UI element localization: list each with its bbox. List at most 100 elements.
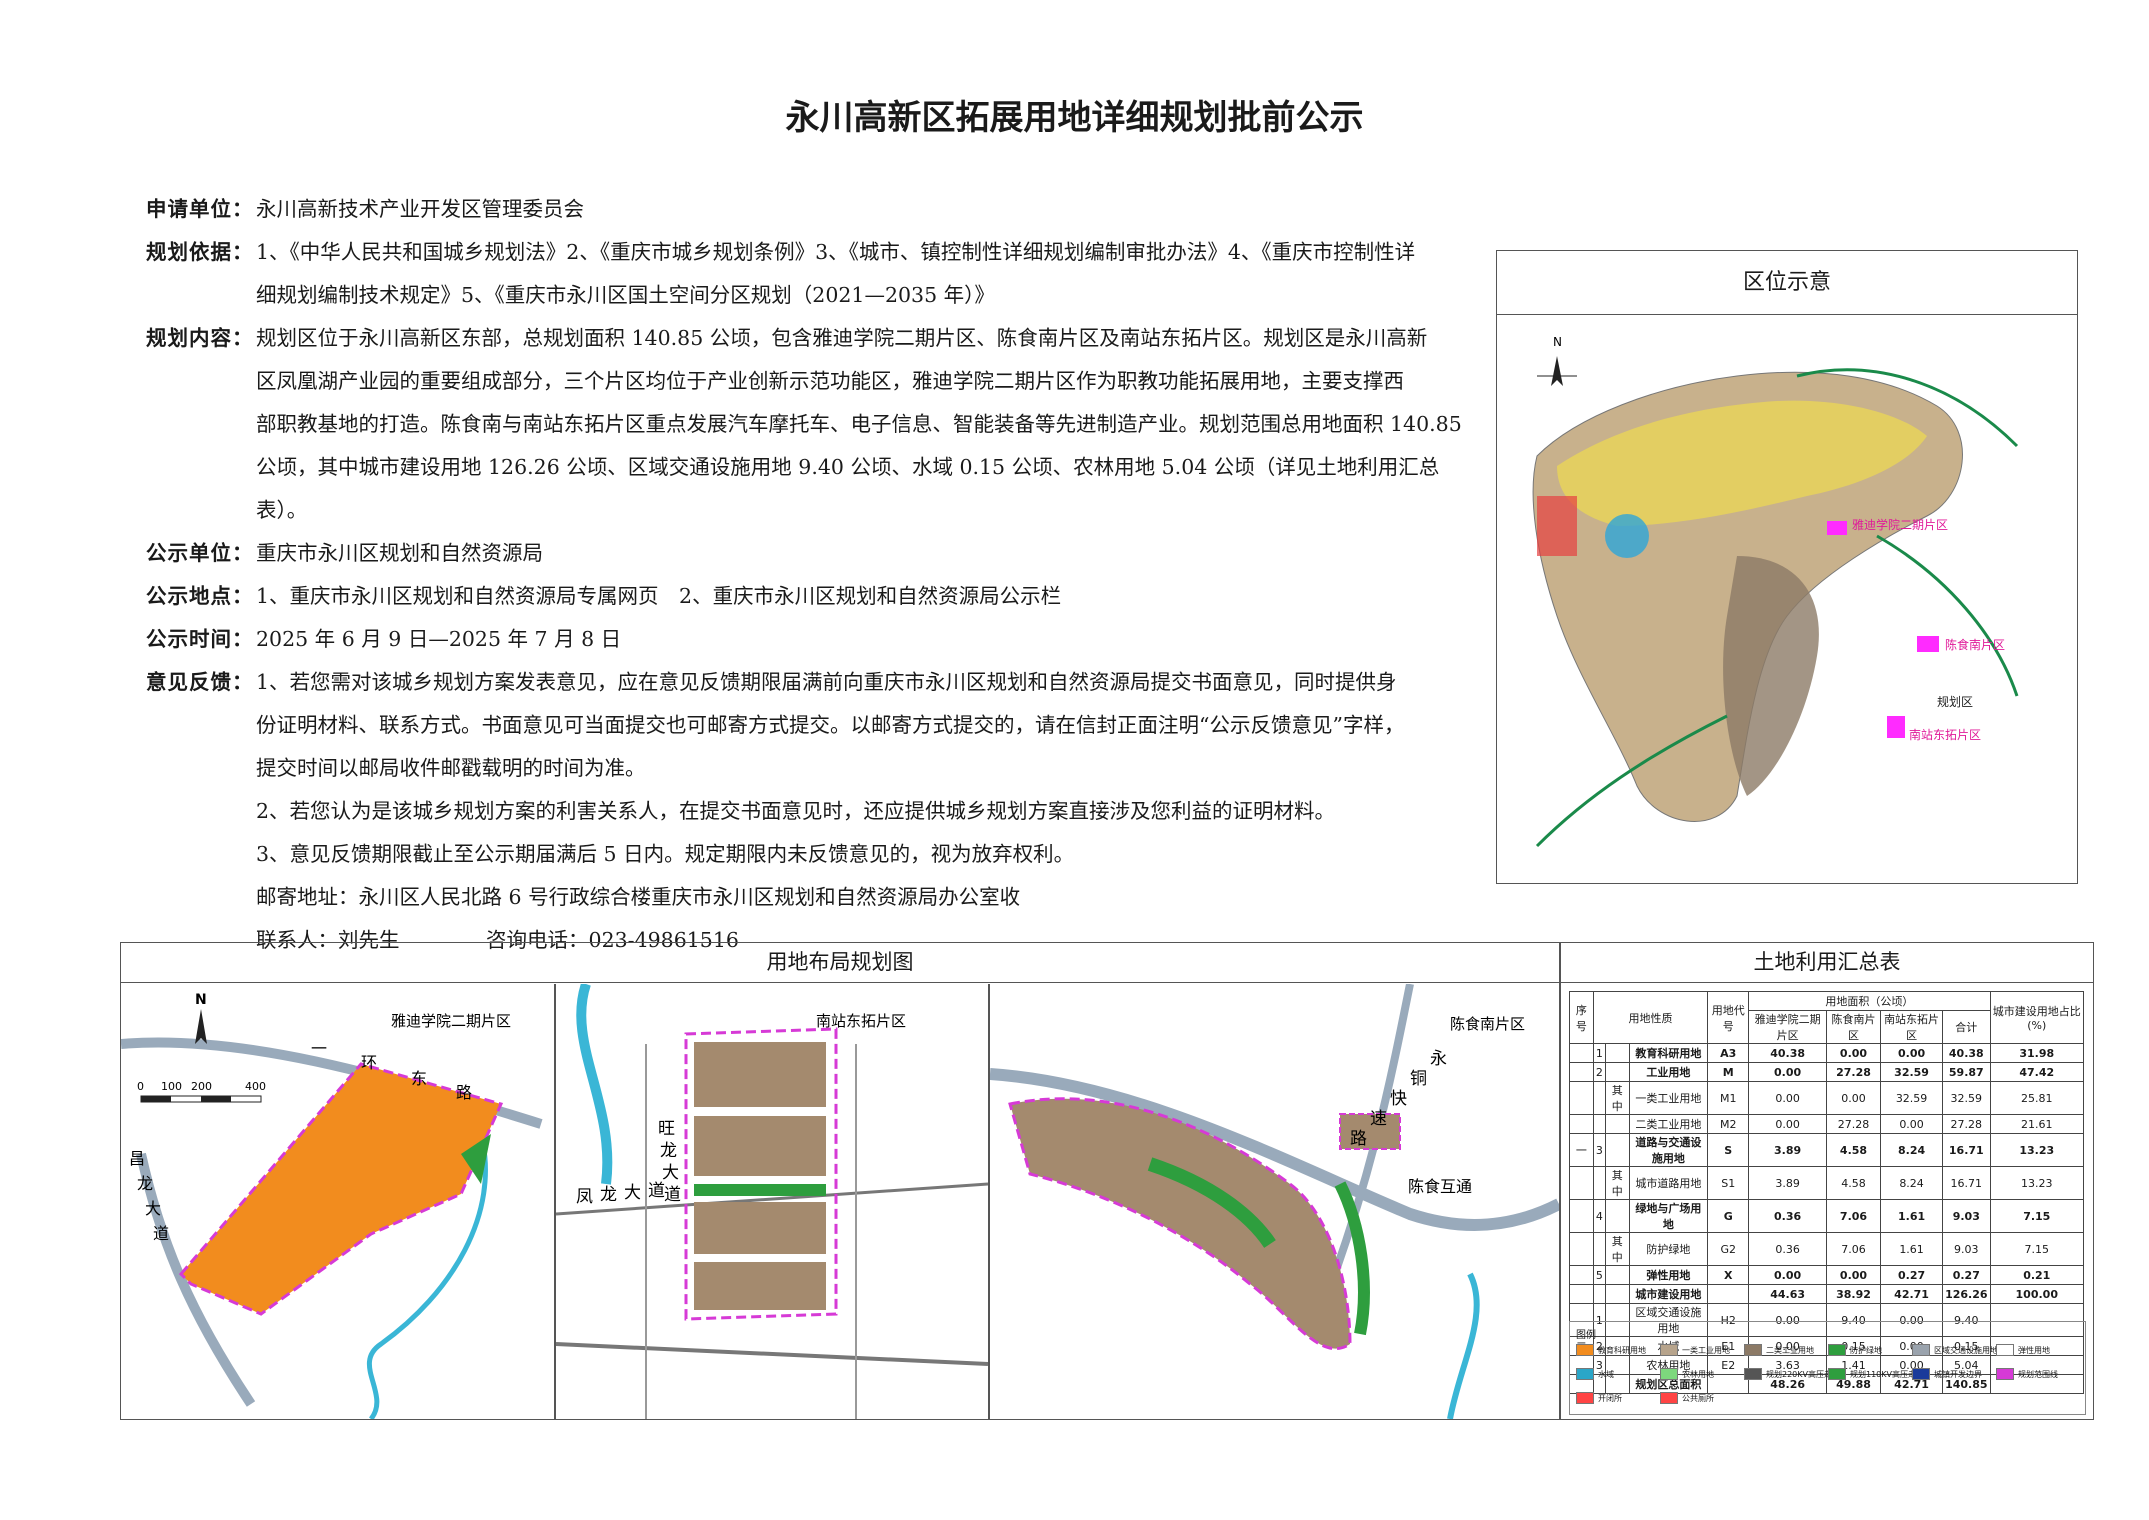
north-arrow-icon: N xyxy=(195,992,207,1044)
th-col: 陈食南片区 xyxy=(1825,1010,1882,1044)
table-cell: 27.28 xyxy=(1825,1114,1882,1134)
time-row: 公示时间： 2025 年 6 月 9 日—2025 年 7 月 8 日 xyxy=(146,618,1486,661)
table-cell: 弹性用地 xyxy=(1628,1265,1709,1285)
table-cell xyxy=(1592,1081,1606,1115)
table-cell: 0.00 xyxy=(1825,1265,1882,1285)
contact-phone: 咨询电话：023-49861516 xyxy=(486,928,739,952)
legend-label: 农林用地 xyxy=(1682,1369,1714,1379)
table-cell xyxy=(1569,1166,1594,1200)
plan-boundary xyxy=(684,1027,838,1321)
table-cell xyxy=(1569,1284,1594,1304)
table-cell: 16.71 xyxy=(1942,1166,1991,1200)
industry-parcel xyxy=(1339,1113,1401,1150)
table-cell xyxy=(1604,1284,1630,1304)
svg-text:100: 100 xyxy=(161,1080,182,1093)
content-line: 规划区位于永川高新区东部，总规划面积 140.85 公顷，包含雅迪学院二期片区、… xyxy=(256,326,1428,350)
table-cell xyxy=(1989,1303,2085,1337)
legend-item: 区域交通设施用地 xyxy=(1912,1344,1998,1356)
table-cell: 区域交通设施用地 xyxy=(1628,1303,1709,1337)
table-cell: 8.24 xyxy=(1880,1133,1944,1167)
place-value: 1、重庆市永川区规划和自然资源局专属网页 2、重庆市永川区规划和自然资源局公示栏 xyxy=(256,584,1062,608)
legend-item: 教育科研用地 xyxy=(1576,1344,1646,1356)
label-nanzhan: 南站东拓片区 xyxy=(1909,727,1981,742)
table-cell: 126.26 xyxy=(1942,1284,1991,1304)
table-cell: 城市建设用地 xyxy=(1628,1284,1709,1304)
table-cell: 4.58 xyxy=(1825,1133,1882,1167)
label-planarea: 规划区 xyxy=(1937,694,1973,709)
svg-text:200: 200 xyxy=(191,1080,212,1093)
table-cell xyxy=(1604,1199,1630,1233)
legend-item: 二类工业用地 xyxy=(1744,1344,1814,1356)
expressway-line xyxy=(990,1068,1559,1231)
table-cell xyxy=(1592,1374,1606,1394)
legend-label: 城镇开发边界 xyxy=(1934,1369,1982,1379)
green-strip xyxy=(694,1184,826,1196)
legend-label: 规划110KV高压走廊 xyxy=(1850,1369,1924,1379)
place-row: 公示地点： 1、重庆市永川区规划和自然资源局专属网页 2、重庆市永川区规划和自然… xyxy=(146,575,1486,618)
table-cell xyxy=(1569,1199,1594,1233)
road-label: 速 xyxy=(1370,1109,1387,1129)
road-label: 道 xyxy=(664,1185,681,1205)
land-use-table: 序号 用地性质 用地代号 用地面积（公顷） 城市建设用地占比(%) 雅迪学院二期… xyxy=(1569,991,2085,1394)
svg-text:400: 400 xyxy=(245,1080,266,1093)
table-cell: 城市道路用地 xyxy=(1628,1166,1709,1200)
legend-item: 规划范围线 xyxy=(1996,1368,2058,1380)
table-cell: 其中 xyxy=(1604,1081,1630,1115)
river xyxy=(1447,1272,1480,1419)
table-cell: 0.00 xyxy=(1880,1043,1944,1063)
table-cell: 47.42 xyxy=(1989,1062,2085,1082)
table-cell: 2 xyxy=(1592,1062,1606,1082)
th-col: 合计 xyxy=(1942,1010,1991,1044)
divider xyxy=(554,984,556,1419)
table-cell: M2 xyxy=(1707,1114,1750,1134)
table-cell: 其中 xyxy=(1604,1232,1630,1266)
legend-label: 区域交通设施用地 xyxy=(1934,1345,1998,1355)
interchange-label: 陈食互通 xyxy=(1408,1177,1472,1196)
green-buffer xyxy=(1334,1181,1370,1336)
table-cell: 59.87 xyxy=(1942,1062,1991,1082)
south-district xyxy=(1723,556,1819,796)
basis-row: 规划依据： 1、《中华人民共和国城乡规划法》2、《重庆市城乡规划条例》3、《城市… xyxy=(146,231,1486,317)
contact-line: 联系人：刘先生 咨询电话：023-49861516 xyxy=(146,919,1486,962)
table-cell: 0.00 xyxy=(1748,1114,1827,1134)
legend-title: 图例 xyxy=(1576,1330,1596,1341)
bottom-section: 用地布局规划图 土地利用汇总表 N 0 100 200 400 雅迪学院二期片区… xyxy=(120,942,2094,1420)
table-cell: 0.00 xyxy=(1880,1303,1944,1337)
table-cell: 其中 xyxy=(1604,1166,1630,1200)
map-name: 南站东拓片区 xyxy=(816,1012,906,1030)
table-cell: 道路与交通设施用地 xyxy=(1628,1133,1709,1167)
north-arrow-icon: N xyxy=(1537,335,1577,386)
table-cell xyxy=(1604,1062,1630,1082)
table-cell: 4 xyxy=(1592,1199,1606,1233)
table-cell: 27.28 xyxy=(1942,1114,1991,1134)
changlong-road-line xyxy=(136,1152,256,1407)
legend-label: 规划220KV高压走廊 xyxy=(1766,1369,1840,1379)
table-cell: X xyxy=(1707,1265,1750,1285)
feedback-line: 1、若您需对该城乡规划方案发表意见，应在意见反馈期限届满前向重庆市永川区规划和自… xyxy=(256,670,1397,694)
legend-item: 公共厕所 xyxy=(1660,1392,1714,1404)
basis-label: 规划依据： xyxy=(146,240,254,264)
legend-label: 开闭所 xyxy=(1598,1393,1622,1403)
table-cell: 0.27 xyxy=(1880,1265,1944,1285)
map-nanzhan: 南站东拓片区 旺 龙 大 道 凤 龙 大 道 xyxy=(556,984,988,1419)
table-cell: 3.89 xyxy=(1748,1133,1827,1167)
road-label: 龙 xyxy=(600,1185,617,1205)
table-cell xyxy=(1592,1166,1606,1200)
table-cell: 32.59 xyxy=(1880,1062,1944,1082)
green-land xyxy=(461,1134,491,1184)
legend-item: 水域 xyxy=(1576,1368,1614,1380)
road-label: 东 xyxy=(411,1069,427,1088)
industry-parcel xyxy=(694,1202,826,1254)
publisher-label: 公示单位： xyxy=(146,541,254,565)
legend-swatch xyxy=(1912,1368,1930,1380)
th-code: 用地代号 xyxy=(1707,991,1750,1044)
table-cell: 44.63 xyxy=(1748,1284,1827,1304)
road-label: 大 xyxy=(145,1199,161,1218)
